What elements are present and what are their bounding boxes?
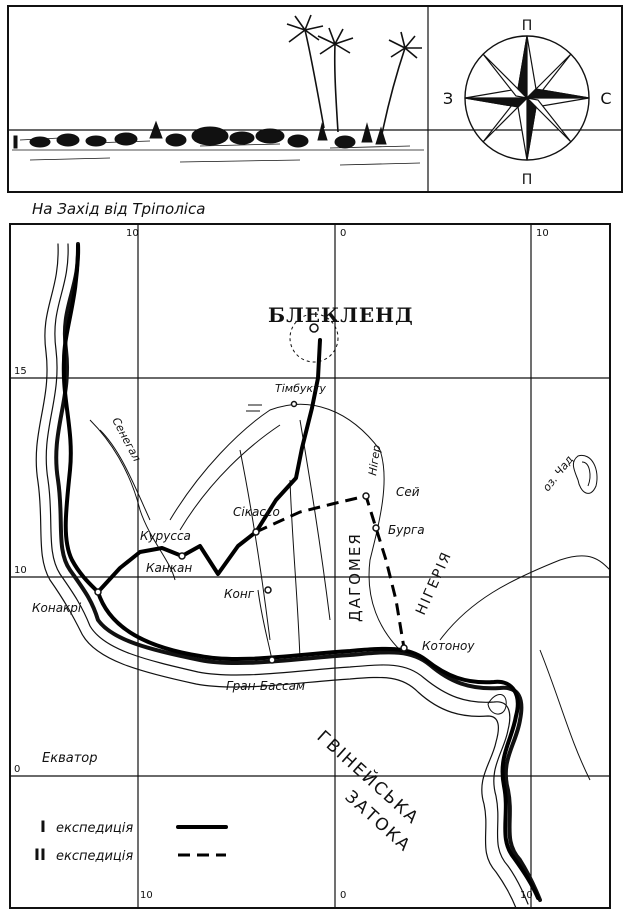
region-nigeria: НІГЕРІЯ (413, 549, 455, 618)
grand-bassam-dot (268, 656, 276, 664)
bleklend-title: БЛЕКЛЕНД (268, 303, 414, 327)
river-niger-label: Нігер (366, 444, 383, 476)
vignette-panel: П П З С (7, 5, 623, 193)
vignette-frame (7, 5, 623, 193)
region-dahomey: ДАГОМЕЯ (346, 532, 364, 622)
towns (94, 323, 408, 664)
equator-label: Екватор (42, 751, 97, 766)
burga-dot (372, 524, 380, 532)
bleklend-dot (309, 323, 319, 333)
tick-left-0: 0 (14, 764, 20, 775)
place-kankan: Канкан (146, 561, 192, 575)
place-kurussa: Курусса (140, 529, 191, 543)
lake-chad-icon (572, 454, 598, 494)
map-frame (9, 223, 611, 909)
legend-numeral-2: II (34, 845, 46, 864)
graticule (10, 224, 610, 908)
compass-south-label: П (522, 172, 533, 188)
compass-east-label: С (600, 89, 611, 108)
coastline (35, 242, 542, 909)
legend-numeral-1: I (40, 817, 46, 836)
place-sikasso: Сікассо (233, 505, 280, 519)
senegal-river (89, 419, 176, 581)
expedition-1-coast-route (96, 590, 540, 900)
sikasso-dot (252, 528, 260, 536)
place-konakri: Конакрі (32, 601, 82, 615)
palm-tree-icon (381, 31, 422, 135)
place-burga: Бурга (388, 523, 425, 537)
tick-top-east: 10 (536, 228, 549, 239)
place-timbuktu: Тімбукту (275, 382, 326, 395)
legend-label-1: експедиція (56, 821, 133, 836)
kankan-dot (178, 552, 186, 560)
compass-rose: П П З С (443, 18, 612, 188)
map-legend: I експедиція II експедиція (34, 817, 228, 864)
place-kotonou: Котоноу (422, 639, 475, 653)
compass-west-label: З (443, 89, 453, 108)
tick-bottom-center: 0 (340, 890, 346, 901)
tick-bottom-east: 10 (520, 890, 533, 901)
tick-top-west: 10 (126, 228, 139, 239)
compass-star-icon (464, 35, 590, 161)
kotonou-dot (400, 644, 408, 652)
expedition-1-route (61, 244, 322, 594)
legend-item-expedition-2: II експедиція (34, 845, 226, 864)
legend-label-2: експедиція (56, 849, 133, 864)
niger-river (169, 403, 401, 651)
place-grand-bassam: Гран-Бассам (226, 679, 305, 693)
konakri-dot (94, 588, 102, 596)
timbuktu-dot (290, 400, 298, 408)
expedition-2-route (255, 494, 406, 649)
kong-dot (264, 586, 272, 594)
main-map: 10 0 10 10 0 10 15 10 0 (9, 223, 611, 909)
caravan-figures (13, 120, 387, 149)
legend-item-expedition-1: I експедиція (40, 817, 228, 836)
palm-tree-icon (286, 14, 325, 129)
sey-dot (362, 492, 370, 500)
tick-bottom-west: 10 (140, 890, 153, 901)
place-sey: Сей (396, 485, 420, 499)
lake-chad-label: оз. Чад (540, 453, 576, 494)
tick-left-10: 10 (14, 565, 27, 576)
palm-tree-icon (317, 27, 354, 133)
tick-left-15: 15 (14, 366, 27, 377)
compass-north-label: П (522, 18, 533, 34)
bleklend-circle (289, 313, 339, 363)
tick-top-center: 0 (340, 228, 346, 239)
place-kong: Конг (224, 587, 255, 601)
map-caption: На Захід від Тріполіса (32, 200, 205, 218)
